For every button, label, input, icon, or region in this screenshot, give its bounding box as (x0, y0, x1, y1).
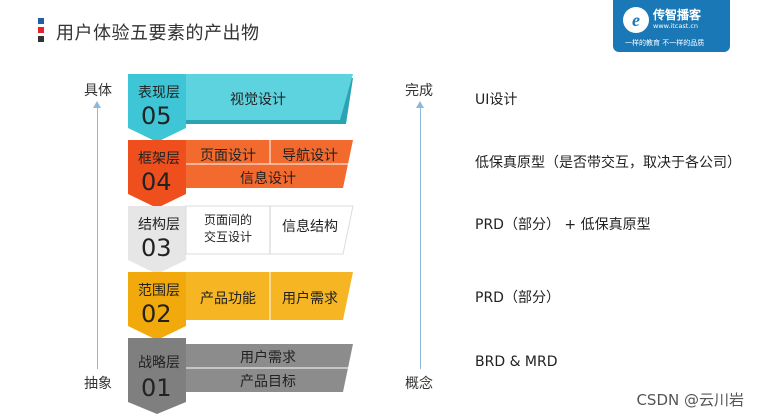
layer-03-tab (128, 206, 186, 274)
layer-01-cell-user-needs: 用户需求 (240, 350, 296, 366)
title-mark-red (38, 27, 44, 33)
page-title: 用户体验五要素的产出物 (56, 23, 260, 44)
layer-01-num: 01 (141, 374, 172, 402)
layer-02-name: 范围层 (138, 283, 180, 299)
layer-03-cell-structure: 信息结构 (282, 219, 338, 235)
output-01: BRD & MRD (475, 354, 558, 370)
layer-05-cell-visual: 视觉设计 (230, 92, 286, 108)
axis-right-arrow-icon (416, 101, 424, 108)
logo-name: 传智播客 (653, 8, 702, 22)
axis-right-top: 完成 (405, 83, 433, 99)
axis-left-bottom: 抽象 (84, 376, 112, 392)
title-marks (38, 18, 44, 45)
layer-02-num: 02 (141, 300, 172, 328)
title-mark-dark (38, 36, 44, 42)
layer-02-cell-user-needs: 用户需求 (282, 291, 338, 307)
axis-right-line (420, 107, 421, 369)
logo-mark-icon: e (623, 7, 649, 33)
axis-left-top: 具体 (84, 83, 112, 99)
layer-03-cell-interaction-line1: 页面间的 (203, 213, 252, 227)
layer-05-num: 05 (141, 102, 172, 130)
layer-05-name: 表现层 (138, 85, 180, 101)
layer-02-cell-features: 产品功能 (200, 291, 256, 307)
layer-05-bar (186, 74, 353, 120)
brand-logo: e 传智播客 www.itcast.cn 一样的教育 不一样的品质 (613, 0, 730, 52)
layer-03-num: 03 (141, 234, 172, 262)
layer-02-shapes (128, 272, 353, 340)
logo-slogan: 一样的教育 不一样的品质 (625, 39, 705, 47)
layer-04-cell-nav: 导航设计 (282, 148, 338, 164)
logo-url: www.itcast.cn (653, 22, 699, 30)
layer-04-name: 框架层 (138, 151, 180, 167)
layer-02-tab (128, 272, 186, 340)
output-05: UI设计 (475, 92, 518, 108)
layer-03-shapes (128, 205, 354, 274)
layer-05-shapes (128, 74, 353, 142)
watermark: CSDN @云川岩 (636, 391, 744, 409)
output-03: PRD（部分） + 低保真原型 (475, 217, 651, 233)
layer-03-cell-interaction-line2: 交互设计 (203, 230, 252, 244)
layer-04-tab (128, 140, 186, 208)
axis-right-bottom: 概念 (405, 376, 433, 392)
output-04: 低保真原型（是否带交互，取决于各公司） (475, 155, 741, 171)
layer-04-shapes (128, 140, 353, 208)
axis-left-line (97, 107, 98, 369)
output-02: PRD（部分） (475, 290, 560, 306)
title-mark-blue (38, 18, 44, 24)
layer-01-name: 战略层 (138, 355, 180, 371)
layer-04-num: 04 (141, 168, 172, 196)
layer-05-tab (128, 74, 186, 142)
layer-04-cell-info: 信息设计 (240, 171, 296, 187)
layer-01-cell-product-goals: 产品目标 (240, 374, 296, 390)
layer-01-tab (128, 338, 186, 414)
layer-04-cell-page: 页面设计 (200, 148, 256, 164)
layer-03-name: 结构层 (138, 217, 180, 233)
layer-01-shapes (128, 338, 353, 414)
axis-left-arrow-icon (93, 101, 101, 108)
